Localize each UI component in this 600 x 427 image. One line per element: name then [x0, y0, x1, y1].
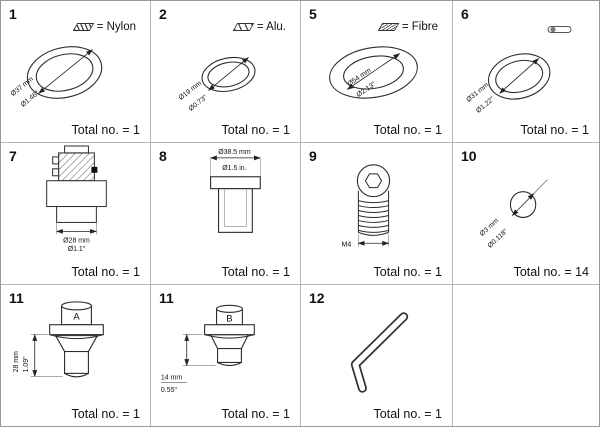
material-label: = Nylon [96, 21, 136, 33]
part-cell-7: 7 Ø28 mm Ø1.1" Total no. = 1 [1, 143, 151, 285]
extension-lines [56, 222, 97, 235]
total-count: Total no. = 1 [520, 123, 589, 137]
part-number: 9 [309, 148, 317, 164]
part-drawing-alu-washer: Ø19 mm Ø0.73" [178, 56, 256, 113]
total-count: Total no. = 14 [513, 265, 589, 279]
part-cell-8: 8 Ø38.5 mm Ø1.5 in. Total no. = 1 [151, 143, 301, 285]
dimension-label-metric: 14 mm [161, 374, 182, 381]
material-legend: = Nylon [72, 21, 136, 33]
part-number: 11 [159, 290, 174, 306]
part-cell-9: 9 M4 Total no. = [301, 143, 453, 285]
part-cell-1: 1 = Nylon Ø37 mm Ø1.46" Total no. = 1 [1, 1, 151, 143]
dimension-label-imperial: Ø0.73" [188, 94, 210, 113]
extension-lines [358, 234, 389, 247]
diameter-arrow [346, 53, 401, 90]
part-cell-5: 5 = Fibre Ø54 mm Ø2.13" Total no. = 1 [301, 1, 453, 143]
part-number: 6 [461, 6, 469, 22]
part-cell-10: 10 Ø3 mm Ø0.118" Total no. = 14 [453, 143, 599, 285]
total-count: Total no. = 1 [71, 407, 140, 421]
dimension-label-imperial: 0.55" [161, 387, 178, 394]
allen-key-body [352, 314, 407, 391]
spindle-outline [204, 304, 255, 366]
screw-head [356, 164, 391, 198]
total-count: Total no. = 1 [373, 123, 442, 137]
cap-inner-lines [224, 188, 247, 227]
dimension-label-imperial: Ø1.22" [475, 95, 496, 114]
total-count: Total no. = 1 [373, 407, 442, 421]
screw-threads [357, 190, 390, 236]
part-cell-11a: 11 A 28 mm 1.09" Total no. = 1 [1, 285, 151, 426]
extension-lines [210, 157, 261, 177]
part-number: 2 [159, 6, 167, 22]
part-cell-6: 6 Ø31 mm Ø1.22" Total no. = 1 [453, 1, 599, 143]
variant-label: A [73, 311, 80, 322]
part-number: 1 [9, 6, 17, 22]
part-drawing-spindle-a: A 28 mm 1.09" [13, 301, 104, 378]
part-number: 10 [461, 148, 477, 164]
variant-label: B [226, 313, 232, 324]
dimension-label-imperial: Ø2.13" [355, 81, 377, 99]
part-cell-2: 2 = Alu. Ø19 mm Ø0.73" Total no. = 1 [151, 1, 301, 143]
dimension-label-imperial: Ø1.5 in. [222, 165, 246, 172]
total-count: Total no. = 1 [221, 407, 290, 421]
dimension-label-imperial: Ø1.1" [68, 246, 86, 253]
material-legend: = Alu. [232, 21, 286, 33]
material-legend: = Fibre [377, 21, 438, 33]
part-number: 5 [309, 6, 317, 22]
total-count: Total no. = 1 [71, 123, 140, 137]
dimension-label-imperial: 1.09" [23, 356, 30, 372]
total-count: Total no. = 1 [373, 265, 442, 279]
leader-line [533, 179, 548, 194]
part-drawing-washer: Ø31 mm Ø1.22" [465, 53, 551, 115]
part-drawing-nylon-washer: Ø37 mm Ø1.46" [10, 46, 103, 109]
total-count: Total no. = 1 [71, 265, 140, 279]
dimension-label-imperial: Ø1.46" [20, 90, 41, 109]
diameter-arrow [511, 193, 535, 216]
total-count: Total no. = 1 [221, 265, 290, 279]
gland-outline [46, 145, 107, 223]
diameter-arrow [499, 58, 540, 94]
part-cell-11b: 11 B 14 mm 0.55" Total no. = 1 [151, 285, 301, 426]
material-label: = Alu. [256, 21, 286, 33]
part-drawing-fibre-gasket: Ø54 mm Ø2.13" [329, 46, 418, 99]
material-label: = Fibre [401, 21, 438, 33]
part-drawing-ball: Ø3 mm Ø0.118" [479, 179, 548, 250]
part-drawing-allen-key [350, 312, 409, 393]
diameter-arrow [38, 49, 93, 94]
part-number: 7 [9, 148, 17, 164]
part-number: 11 [9, 290, 24, 306]
dimension-label-metric: M4 [342, 241, 352, 248]
dimension-label-metric: Ø28 mm [63, 237, 90, 244]
part-drawing-gland: Ø28 mm Ø1.1" [46, 145, 107, 253]
part-number: 8 [159, 148, 167, 164]
gasket-outline [329, 46, 418, 99]
seal-dot [91, 166, 98, 173]
extension-lines [182, 334, 216, 366]
hex-socket [364, 173, 383, 189]
empty-cell [453, 285, 599, 426]
dimension-label-metric: 28 mm [13, 351, 20, 372]
spindle-outline [49, 301, 104, 378]
part-drawing-set-screw: M4 [342, 164, 391, 248]
seal-symbol-icon [547, 26, 572, 33]
part-drawing-spindle-b: B 14 mm 0.55" [160, 304, 255, 394]
total-count: Total no. = 1 [221, 123, 290, 137]
dimension-label-metric: Ø38.5 mm [218, 149, 251, 156]
extension-lines [30, 334, 63, 377]
diameter-arrow [208, 57, 249, 91]
part-number: 12 [309, 290, 325, 306]
part-cell-12: 12 Total no. = 1 [301, 285, 453, 426]
part-drawing-cap: Ø38.5 mm Ø1.5 in. [209, 149, 261, 233]
cap-outline [210, 176, 261, 233]
